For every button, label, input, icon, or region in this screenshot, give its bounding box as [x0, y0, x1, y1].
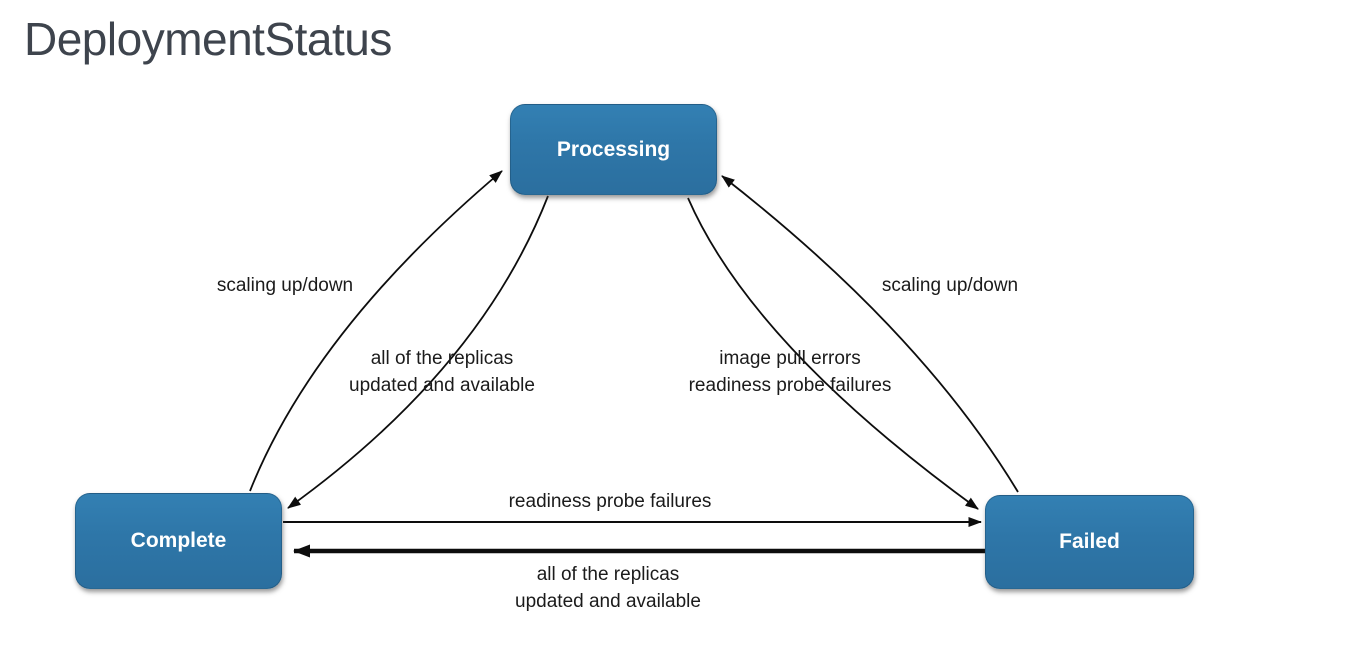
edge-label-text: updated and available — [349, 375, 535, 396]
state-node-label: Processing — [556, 137, 671, 161]
edge-processing-to-failed — [687, 197, 979, 510]
edge-label-failed-to-processing: scaling up/down — [882, 272, 1018, 299]
edge-label-text: readiness probe failures — [688, 375, 892, 396]
edge-label-failed-to-complete: all of the replicas updated and availabl… — [515, 561, 701, 615]
edge-label-text: readiness probe failures — [508, 491, 712, 512]
edge-complete-to-processing — [249, 170, 503, 492]
edge-label-text: scaling up/down — [881, 275, 1019, 296]
state-node-failed: Failed — [985, 495, 1194, 589]
edge-failed-to-processing — [721, 175, 1019, 493]
state-node-complete: Complete — [75, 493, 282, 589]
edge-processing-to-complete — [287, 195, 549, 509]
state-node-processing: Processing — [510, 104, 717, 195]
edge-label-text: all of the replicas — [536, 564, 680, 585]
edge-label-text: updated and available — [515, 591, 701, 612]
edge-label-complete-to-processing: scaling up/down — [217, 272, 353, 299]
state-node-label: Complete — [130, 529, 227, 552]
edge-label-text: scaling up/down — [216, 275, 354, 296]
edge-label-complete-to-failed: readiness probe failures — [509, 488, 712, 515]
edge-label-text: image pull errors — [719, 348, 861, 369]
state-node-label: Failed — [1059, 530, 1120, 553]
edge-label-processing-to-failed: image pull errors readiness probe failur… — [689, 345, 892, 399]
edge-label-processing-to-complete: all of the replicas updated and availabl… — [349, 345, 535, 399]
edge-label-text: all of the replicas — [370, 348, 514, 369]
page-title: DeploymentStatus — [24, 13, 392, 65]
